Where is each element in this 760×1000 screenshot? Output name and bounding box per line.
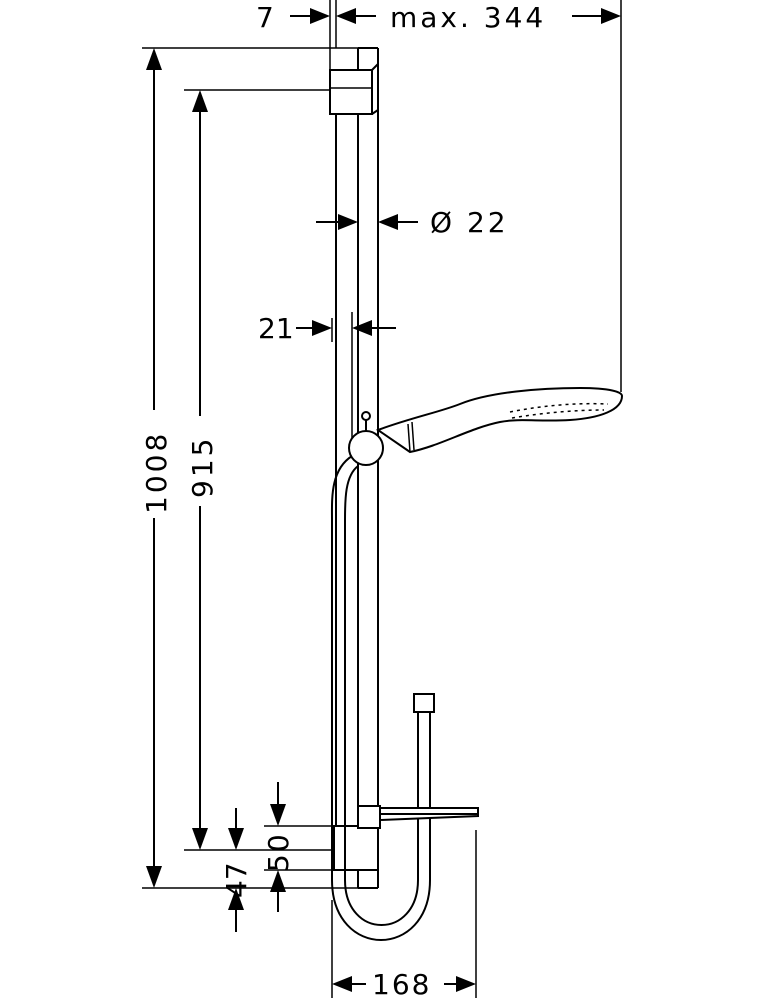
rod-diameter-label: Ø 22 (430, 206, 509, 239)
hose-width-dimension (331, 830, 477, 998)
arrow-head (338, 214, 358, 230)
total-height-label: 1008 (140, 431, 173, 514)
shower-rail (335, 47, 379, 889)
arrow-head (146, 48, 162, 70)
top-offset-label: 7 (256, 1, 274, 34)
arrow-head (228, 888, 244, 910)
shower-hose (330, 455, 435, 941)
wall-distance-dimension (296, 318, 396, 342)
rail-length-label: 915 (186, 436, 219, 498)
arrow-head (270, 870, 286, 892)
arrow-head (146, 866, 162, 888)
max-reach-label: max. 344 (390, 1, 546, 34)
hose-width-label: 168 (372, 968, 431, 1000)
arrow-head (310, 8, 330, 24)
arrow-head (456, 976, 476, 992)
bottom-bracket (333, 825, 379, 871)
arrow-head (378, 214, 398, 230)
arrow-head (192, 828, 208, 850)
soap-dish (357, 805, 479, 829)
arrow-head (192, 90, 208, 112)
arrow-head (332, 976, 352, 992)
rail-length-dimension (184, 89, 334, 851)
hand-shower (375, 386, 624, 454)
lower-offset-label: 47 (220, 862, 253, 898)
lower-dimensions (228, 782, 334, 932)
arrow-head (228, 828, 244, 850)
lower-bracket-label: 50 (262, 832, 295, 872)
arrow-head (270, 804, 286, 826)
top-bracket (329, 63, 379, 115)
arrow-head (352, 320, 372, 336)
slider-knob (348, 411, 384, 466)
top-dimension-group (290, 0, 622, 392)
arrow-head (601, 8, 621, 24)
wall-distance-label: 21 (258, 312, 294, 345)
arrow-head (312, 320, 332, 336)
arrow-head (336, 8, 356, 24)
diameter-dimension (316, 214, 418, 230)
total-height-dimension (142, 47, 358, 889)
